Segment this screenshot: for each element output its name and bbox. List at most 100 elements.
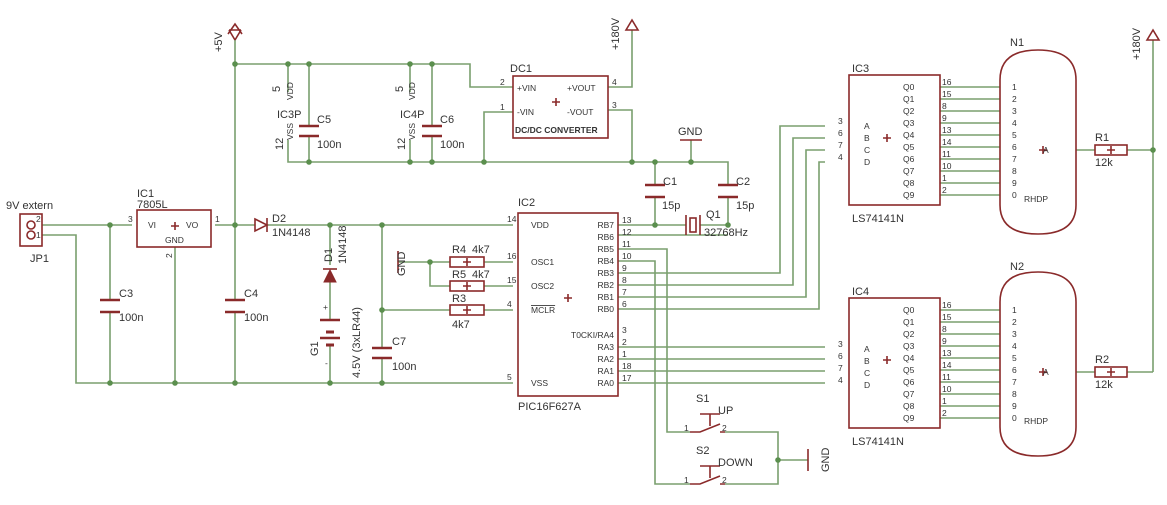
driver-pin-number: 11 — [942, 372, 951, 382]
driver-pin-name: Q8 — [903, 178, 915, 188]
svg-text:3: 3 — [128, 214, 133, 224]
driver-pin-name: Q2 — [903, 106, 915, 116]
ic2-pin-name: MCLR — [531, 305, 555, 315]
ic2-pin-name: VDD — [531, 220, 549, 230]
driver-pin-name: C — [864, 145, 870, 155]
ic2-pin-name: RA2 — [597, 354, 614, 364]
junctions — [107, 61, 1156, 463]
svg-text:1: 1 — [215, 214, 220, 224]
d1-diode: D1 1N4148 — [323, 225, 349, 283]
ic2-pin-name: OSC2 — [531, 281, 554, 291]
driver-pin-number: 10 — [942, 384, 952, 394]
svg-text:G1: G1 — [309, 341, 321, 356]
ic2-pin-number: 12 — [622, 227, 632, 237]
tube-pin-number: 5 — [1012, 130, 1017, 140]
svg-text:VO: VO — [186, 220, 199, 230]
tube-pin-number: 5 — [1012, 353, 1017, 363]
driver-pin-number: 9 — [942, 336, 947, 346]
driver-pin-name: A — [864, 344, 870, 354]
ic2-pin-name: RB3 — [597, 268, 614, 278]
svg-text:2: 2 — [722, 475, 727, 485]
svg-text:4k7: 4k7 — [452, 319, 470, 331]
svg-text:LS74141N: LS74141N — [852, 436, 904, 448]
ic2-pin-name: T0CKI/RA4 — [571, 330, 614, 340]
svg-text:2: 2 — [500, 77, 505, 87]
svg-text:RHDP: RHDP — [1024, 194, 1048, 204]
driver-pin-number: 4 — [838, 375, 843, 385]
svg-text:JP1: JP1 — [30, 253, 49, 265]
tube-pin-number: 6 — [1012, 365, 1017, 375]
driver-pin-number: 13 — [942, 348, 952, 358]
driver-pin-number: 6 — [838, 351, 843, 361]
c6-capacitor: C6 100n — [422, 114, 464, 151]
ic2-pin-number: 8 — [622, 275, 627, 285]
jp1-connector: 2 1 9V extern JP1 — [6, 200, 53, 265]
ic2-pin-name: RB5 — [597, 244, 614, 254]
svg-text:+: + — [323, 302, 328, 312]
ic2-pin-number: 7 — [622, 287, 627, 297]
c7-capacitor: C7 100n — [372, 336, 416, 373]
driver-pin-number: 14 — [942, 137, 952, 147]
tube-pin-number: 7 — [1012, 377, 1017, 387]
gnd-symbol-osc: GND — [396, 251, 408, 276]
svg-text:C6: C6 — [440, 114, 454, 126]
svg-text:1N4148: 1N4148 — [337, 225, 349, 264]
driver-pin-name: Q9 — [903, 413, 915, 423]
ic2-pin-number: 4 — [507, 299, 512, 309]
driver-pin-number: 13 — [942, 125, 952, 135]
driver-pin-name: Q0 — [903, 82, 915, 92]
tube-pin-number: 8 — [1012, 389, 1017, 399]
svg-text:R5: R5 — [452, 269, 466, 281]
svg-text:+VOUT: +VOUT — [567, 83, 596, 93]
ic2-pin-name: RB7 — [597, 220, 614, 230]
svg-text:12: 12 — [396, 138, 408, 150]
svg-text:+180V: +180V — [1131, 27, 1143, 60]
svg-text:9V extern: 9V extern — [6, 200, 53, 212]
plus180v-supply-dc: +180V — [610, 17, 640, 50]
driver-pin-name: Q3 — [903, 118, 915, 128]
svg-text:12: 12 — [274, 138, 286, 150]
svg-text:15p: 15p — [662, 200, 680, 212]
svg-text:+VIN: +VIN — [517, 83, 536, 93]
ic1-regulator: IC1 7805L VI VO GND 3 1 2 — [128, 188, 220, 258]
driver-pin-name: Q6 — [903, 154, 915, 164]
driver-pin-name: D — [864, 157, 870, 167]
tube-pin-number: 9 — [1012, 401, 1017, 411]
svg-text:N2: N2 — [1010, 261, 1024, 273]
driver-pin-name: Q7 — [903, 166, 915, 176]
driver-pin-name: Q0 — [903, 305, 915, 315]
dc1-converter: DC1 +VIN -VIN +VOUT -VOUT DC/DC CONVERTE… — [500, 63, 617, 139]
ic2-pin-name: RB0 — [597, 304, 614, 314]
svg-text:1: 1 — [36, 230, 41, 240]
svg-text:VDD: VDD — [285, 82, 295, 100]
svg-text:VSS: VSS — [285, 123, 295, 140]
ic2-pin-number: 15 — [507, 275, 517, 285]
svg-text:R2: R2 — [1095, 354, 1109, 366]
driver-pin-name: Q8 — [903, 401, 915, 411]
svg-text:A: A — [1043, 145, 1049, 155]
driver-pin-name: Q4 — [903, 353, 915, 363]
svg-text:2: 2 — [164, 253, 174, 258]
tube-pin-number: 7 — [1012, 154, 1017, 164]
svg-text:1: 1 — [684, 475, 689, 485]
ic2-pin-name: OSC1 — [531, 257, 554, 267]
ic2-pin-number: 5 — [507, 372, 512, 382]
svg-text:DOWN: DOWN — [718, 457, 753, 469]
r5-resistor: R5 4k7 — [449, 269, 490, 292]
svg-text:R3: R3 — [452, 293, 466, 305]
driver-pin-name: Q1 — [903, 94, 915, 104]
svg-text:12k: 12k — [1095, 157, 1113, 169]
plus5v-supply: +5V — [213, 22, 243, 52]
driver-pin-number: 14 — [942, 360, 952, 370]
svg-text:-VOUT: -VOUT — [567, 107, 593, 117]
ic2-microcontroller: IC2 PIC16F627A 14VDD16OSC115OSC24MCLR5VS… — [507, 197, 632, 413]
svg-text:+180V: +180V — [610, 17, 622, 50]
driver-pin-name: D — [864, 380, 870, 390]
driver-pin-name: Q3 — [903, 341, 915, 351]
